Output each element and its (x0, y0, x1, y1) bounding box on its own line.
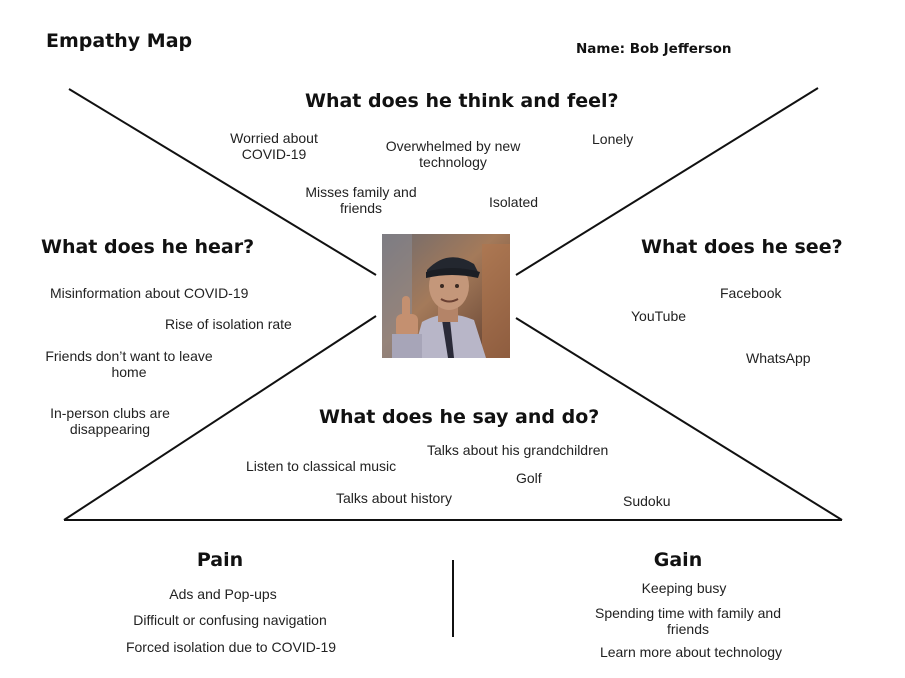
gain-heading: Gain (653, 549, 703, 571)
see-heading: What does he see? (641, 236, 843, 258)
think-feel-item: Lonely (592, 131, 634, 147)
pain-item: Difficult or confusing navigation (133, 612, 327, 628)
persona-name: Name: Bob Jefferson (576, 41, 732, 57)
say-do-item: Listen to classical music (246, 458, 397, 474)
line-top-left (68, 88, 377, 276)
hear-heading: What does he hear? (41, 236, 255, 258)
see-item: Facebook (720, 285, 782, 301)
think-feel-item: Overwhelmed by new technology (385, 138, 521, 170)
line-bottom-left (63, 315, 377, 521)
pain-heading: Pain (196, 549, 244, 571)
pain-item: Forced isolation due to COVID-19 (125, 639, 337, 655)
say-do-heading: What does he say and do? (319, 406, 600, 428)
gain-item: Keeping busy (641, 580, 727, 596)
say-do-item: Golf (516, 470, 542, 486)
hear-item: In-person clubs are disappearing (50, 405, 170, 437)
hear-item: Friends don’t want to leave home (45, 348, 213, 380)
line-bottom-right (515, 317, 843, 521)
hear-item: Rise of isolation rate (165, 316, 292, 332)
gain-item: Learn more about technology (599, 644, 783, 660)
gain-item: Spending time with family and friends (595, 605, 781, 637)
say-do-item: Sudoku (623, 493, 671, 509)
hear-item: Misinformation about COVID-19 (50, 285, 249, 301)
say-do-item: Talks about history (336, 490, 452, 506)
persona-photo (382, 234, 510, 358)
line-top-right (515, 87, 819, 276)
see-item: YouTube (631, 308, 687, 324)
think-feel-item: Misses family and friends (305, 184, 417, 216)
page-title: Empathy Map (46, 30, 193, 52)
think-feel-item: Isolated (489, 194, 539, 210)
think-feel-heading: What does he think and feel? (305, 90, 619, 112)
think-feel-item: Worried about COVID-19 (230, 130, 318, 162)
see-item: WhatsApp (746, 350, 811, 366)
pain-item: Ads and Pop-ups (169, 586, 277, 602)
say-do-item: Talks about his grandchildren (427, 442, 609, 458)
